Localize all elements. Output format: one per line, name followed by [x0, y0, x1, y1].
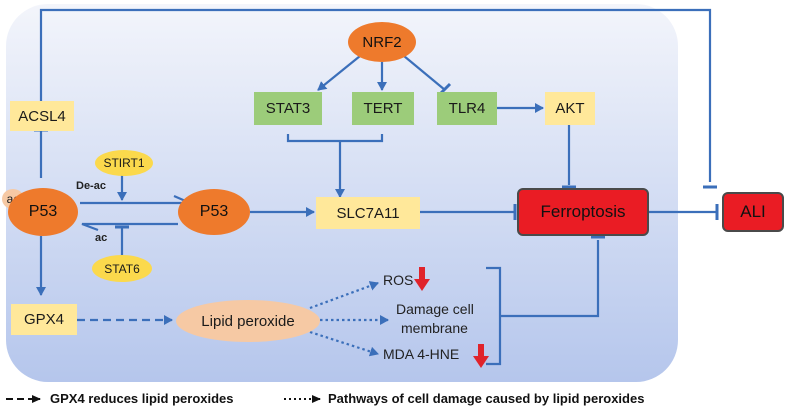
node-ferroptosis: Ferroptosis: [517, 188, 649, 236]
node-p53: P53: [178, 189, 250, 235]
node-lipid-peroxide: Lipid peroxide: [176, 300, 320, 342]
legend-dotted-text: Pathways of cell damage caused by lipid …: [328, 391, 645, 406]
edge-stat3-tert-bracket: [286, 134, 384, 143]
node-acsl4: ACSL4: [10, 101, 74, 131]
edge-lipid-to-ros: [309, 281, 379, 310]
label-ros: ROS: [383, 272, 414, 288]
edge-nrf2-to-stat3: [317, 55, 361, 91]
ros-decrease-arrow: [414, 267, 430, 291]
node-ali: ALI: [722, 192, 784, 232]
label-damage-line2: membrane: [401, 320, 468, 336]
legend-dashed-text: GPX4 reduces lipid peroxides: [50, 391, 234, 406]
label-deac: De-ac: [76, 180, 106, 192]
label-mda: MDA 4-HNE: [383, 346, 460, 362]
node-akt: AKT: [545, 92, 595, 125]
node-slc7a11: SLC7A11: [316, 197, 420, 229]
label-ac: ac: [95, 232, 108, 244]
node-nrf2: NRF2: [348, 22, 416, 62]
node-p53-acetylated: P53: [8, 188, 78, 236]
node-tert: TERT: [352, 92, 414, 125]
edge-damage-to-ferroptosis: [500, 240, 600, 318]
edge-lipid-to-mda: [309, 330, 379, 357]
label-damage-line1: Damage cell: [396, 301, 474, 317]
node-tlr4: TLR4: [437, 92, 497, 125]
edge-p53-to-p53ac: [81, 222, 178, 232]
node-stat6: STAT6: [92, 255, 152, 282]
node-stirt1: STIRT1: [95, 150, 153, 176]
node-gpx4: GPX4: [11, 304, 77, 335]
edge-acsl4-to-ferroptosis: [39, 8, 712, 182]
edge-nrf2-to-tlr4: [403, 55, 446, 91]
mda-decrease-arrow: [473, 344, 489, 368]
node-stat3: STAT3: [254, 92, 322, 125]
